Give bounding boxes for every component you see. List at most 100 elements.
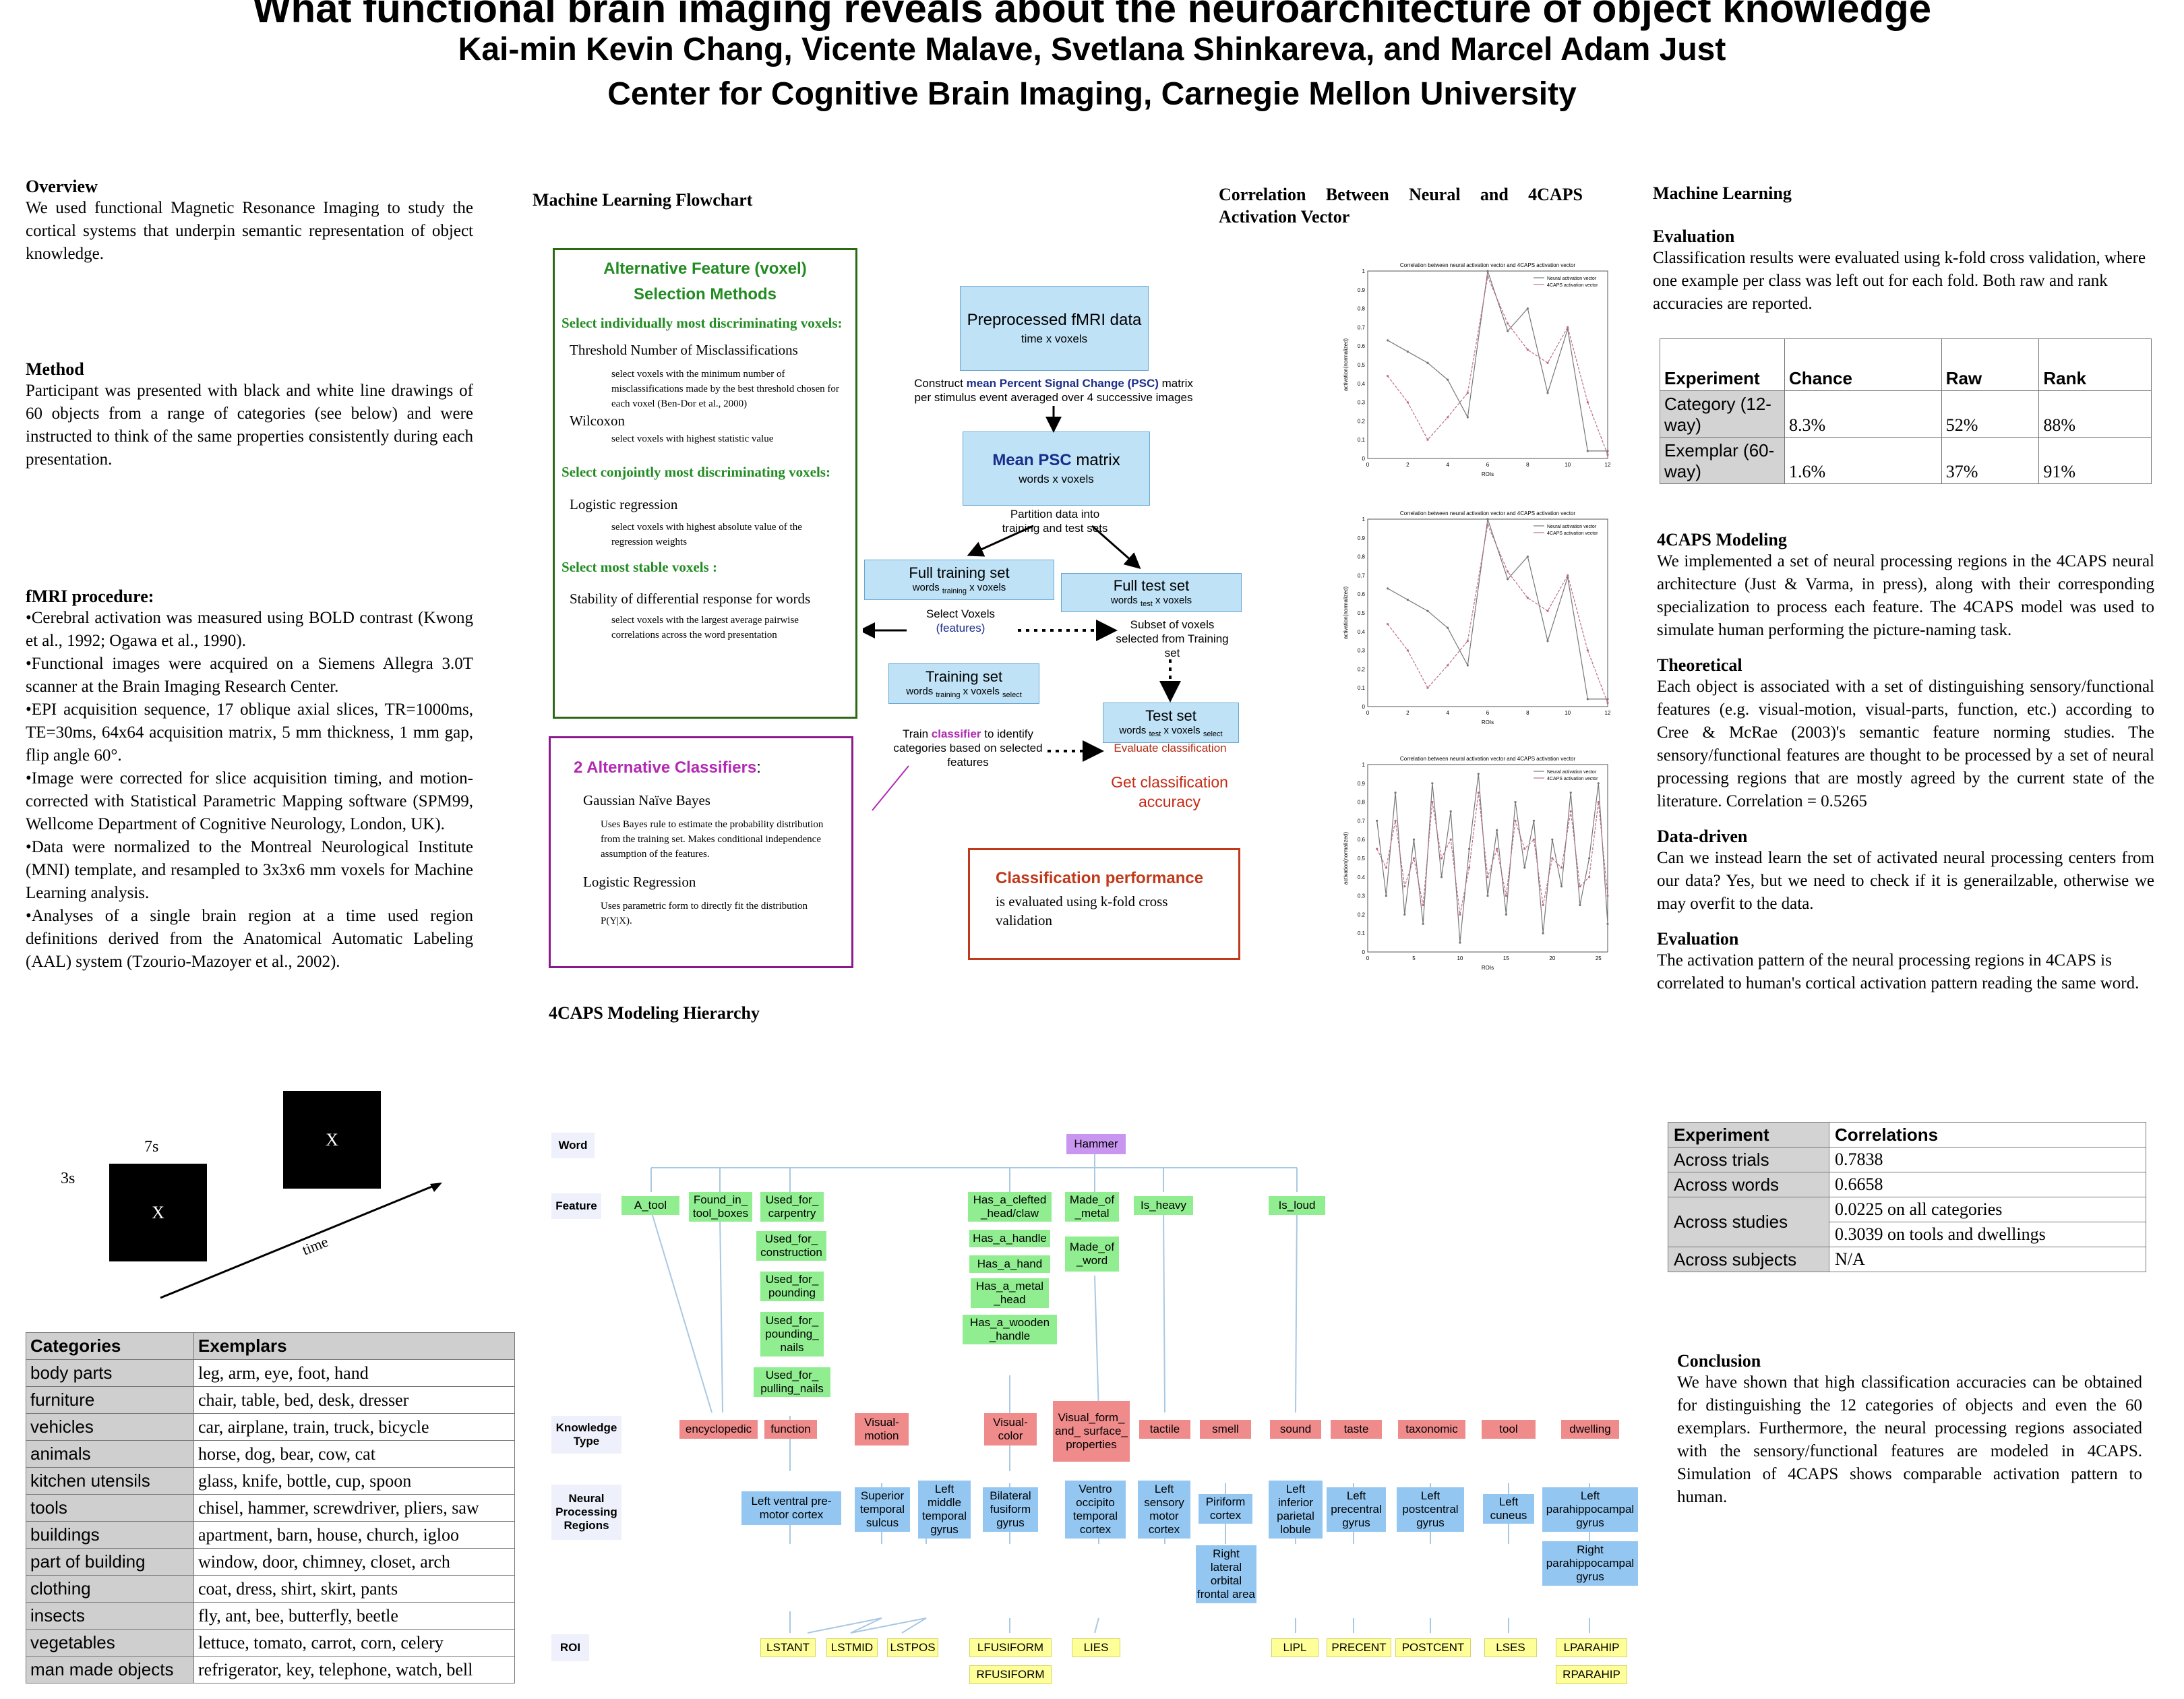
table-cell: 88%: [2038, 390, 2152, 438]
y-tick-label: 0.2: [1358, 912, 1366, 918]
table-cell: lettuce, tomato, carrot, corn, celery: [193, 1629, 515, 1657]
y-tick-label: 0: [1362, 456, 1366, 462]
data-point: [1523, 847, 1526, 850]
table-cell: car, airplane, train, truck, bicycle: [193, 1413, 515, 1441]
data-point: [1606, 453, 1609, 456]
knowledge-node: Visual_form_ and_ surface_ properties: [1053, 1401, 1130, 1462]
lr-method: Logistic Regression: [583, 874, 696, 890]
table-cell: horse, dog, bear, cow, cat: [193, 1440, 515, 1468]
data-point: [1546, 640, 1549, 643]
train-classifier-step: Train classifier to identify categories …: [887, 727, 1049, 769]
words-label: words: [912, 582, 940, 593]
data-point: [1542, 903, 1544, 907]
data-point: [1551, 838, 1554, 841]
y-tick-label: 0.6: [1358, 591, 1366, 597]
data-point: [1426, 361, 1429, 364]
training-set-sub: words training x voxels select: [906, 686, 1022, 699]
knowledge-node: taste: [1331, 1420, 1382, 1439]
method-text: Participant was presented with black and…: [26, 382, 473, 469]
table-cell: 52%: [1941, 390, 2040, 438]
y-tick-label: 0.9: [1358, 781, 1366, 787]
data-point: [1477, 792, 1480, 794]
feature-node: Has_a_wooden _handle: [963, 1315, 1057, 1344]
stimulus-diagram: 3s 7s X X time: [26, 1089, 484, 1311]
preprocessed-box: Preprocessed fMRI data time x voxels: [960, 286, 1149, 371]
data-point: [1468, 847, 1471, 850]
x-tick-label: 6: [1486, 462, 1490, 468]
select-stable-heading: Select most stable voxels :: [562, 559, 717, 575]
series-line: [1376, 792, 1608, 915]
legend-label: 4CAPS activation vector: [1547, 531, 1598, 536]
series-line: [1387, 523, 1608, 703]
select-voxels-step: Select Voxels (features): [903, 607, 1018, 635]
data-point: [1459, 913, 1461, 916]
data-point: [1496, 847, 1498, 850]
roi-node: PRECENT: [1327, 1638, 1391, 1657]
data-point: [1507, 578, 1509, 580]
roi-node: POSTCENT: [1395, 1638, 1471, 1657]
table-cell: tools: [26, 1494, 194, 1522]
hierarchy-diagram: Word Feature Knowledge Type Neural Proce…: [551, 1106, 1650, 1692]
roi-node: LSTPOS: [887, 1638, 938, 1657]
full-training-box: Full training set words training x voxel…: [864, 560, 1054, 600]
data-point: [1551, 857, 1554, 860]
x-tick-label: 6: [1486, 710, 1490, 716]
table-cell: Exemplar (60-way): [1660, 437, 1785, 484]
data-driven-heading: Data-driven: [1657, 827, 1748, 846]
data-point: [1477, 773, 1480, 775]
caps-eval-heading: Evaluation: [1657, 929, 1739, 949]
full-test-box: Full test set words test x voxels: [1061, 573, 1242, 612]
roi-node: RFUSIFORM: [969, 1665, 1052, 1684]
region-node: Right lateral orbital frontal area: [1196, 1545, 1256, 1603]
table-cell: animals: [26, 1440, 194, 1468]
table-cell: chair, table, bed, desk, dresser: [193, 1386, 515, 1414]
data-point: [1606, 450, 1609, 452]
table-cell: leg, arm, eye, foot, hand: [193, 1359, 515, 1387]
correlation-chart-1: Correlation between neural activation ve…: [1343, 262, 1611, 477]
data-point: [1431, 801, 1434, 804]
data-point: [1586, 698, 1589, 701]
knowledge-node: smell: [1200, 1420, 1251, 1439]
data-point: [1606, 701, 1609, 705]
ml-eval-text: Classification results were evaluated us…: [1653, 249, 2146, 313]
words-label: words: [1119, 725, 1147, 736]
mean-psc-title-text: matrix: [1071, 451, 1120, 469]
feature-selection-title-2: Selection Methods: [633, 285, 777, 303]
row-label-roi: ROI: [551, 1634, 589, 1661]
knowledge-node: sound: [1270, 1420, 1321, 1439]
data-point: [1412, 838, 1416, 841]
x-tick-label: 12: [1605, 710, 1611, 716]
table-cell: Across subjects: [1668, 1247, 1829, 1272]
region-node: Left inferior parietal lobule: [1269, 1481, 1323, 1539]
logistic-desc: select voxels with highest absolute valu…: [611, 522, 802, 547]
lr-desc: Uses parametric form to directly fit the…: [601, 901, 808, 926]
y-axis-label: activation(normalized): [1343, 587, 1349, 640]
select-conjoint-heading: Select conjointly most discriminating vo…: [562, 464, 830, 480]
test-set-title: Test set: [1145, 707, 1196, 724]
data-point: [1447, 626, 1449, 629]
data-driven-text: Can we instead learn the set of activate…: [1657, 849, 2154, 913]
y-tick-label: 0.1: [1358, 685, 1366, 691]
y-tick-label: 0.9: [1358, 535, 1366, 541]
table-header-cell: Experiment: [1660, 338, 1785, 391]
stability-desc: select voxels with the largest average p…: [611, 615, 799, 640]
y-tick-label: 0.2: [1358, 418, 1366, 424]
table-cell: insects: [26, 1602, 194, 1630]
data-point: [1412, 857, 1416, 860]
region-node: Left sensory motor cortex: [1138, 1481, 1190, 1539]
y-tick-label: 0.4: [1358, 381, 1366, 387]
data-point: [1586, 649, 1589, 652]
table-row: Exemplar (60-way) 1.6% 37% 91%: [1660, 437, 2152, 484]
data-point: [1466, 664, 1469, 667]
data-point: [1376, 847, 1378, 850]
table-cell: chisel, hammer, screwdriver, pliers, saw: [193, 1494, 515, 1522]
y-tick-label: 0.4: [1358, 629, 1366, 635]
data-point: [1486, 876, 1489, 878]
table-cell: Category (12-way): [1660, 390, 1785, 438]
